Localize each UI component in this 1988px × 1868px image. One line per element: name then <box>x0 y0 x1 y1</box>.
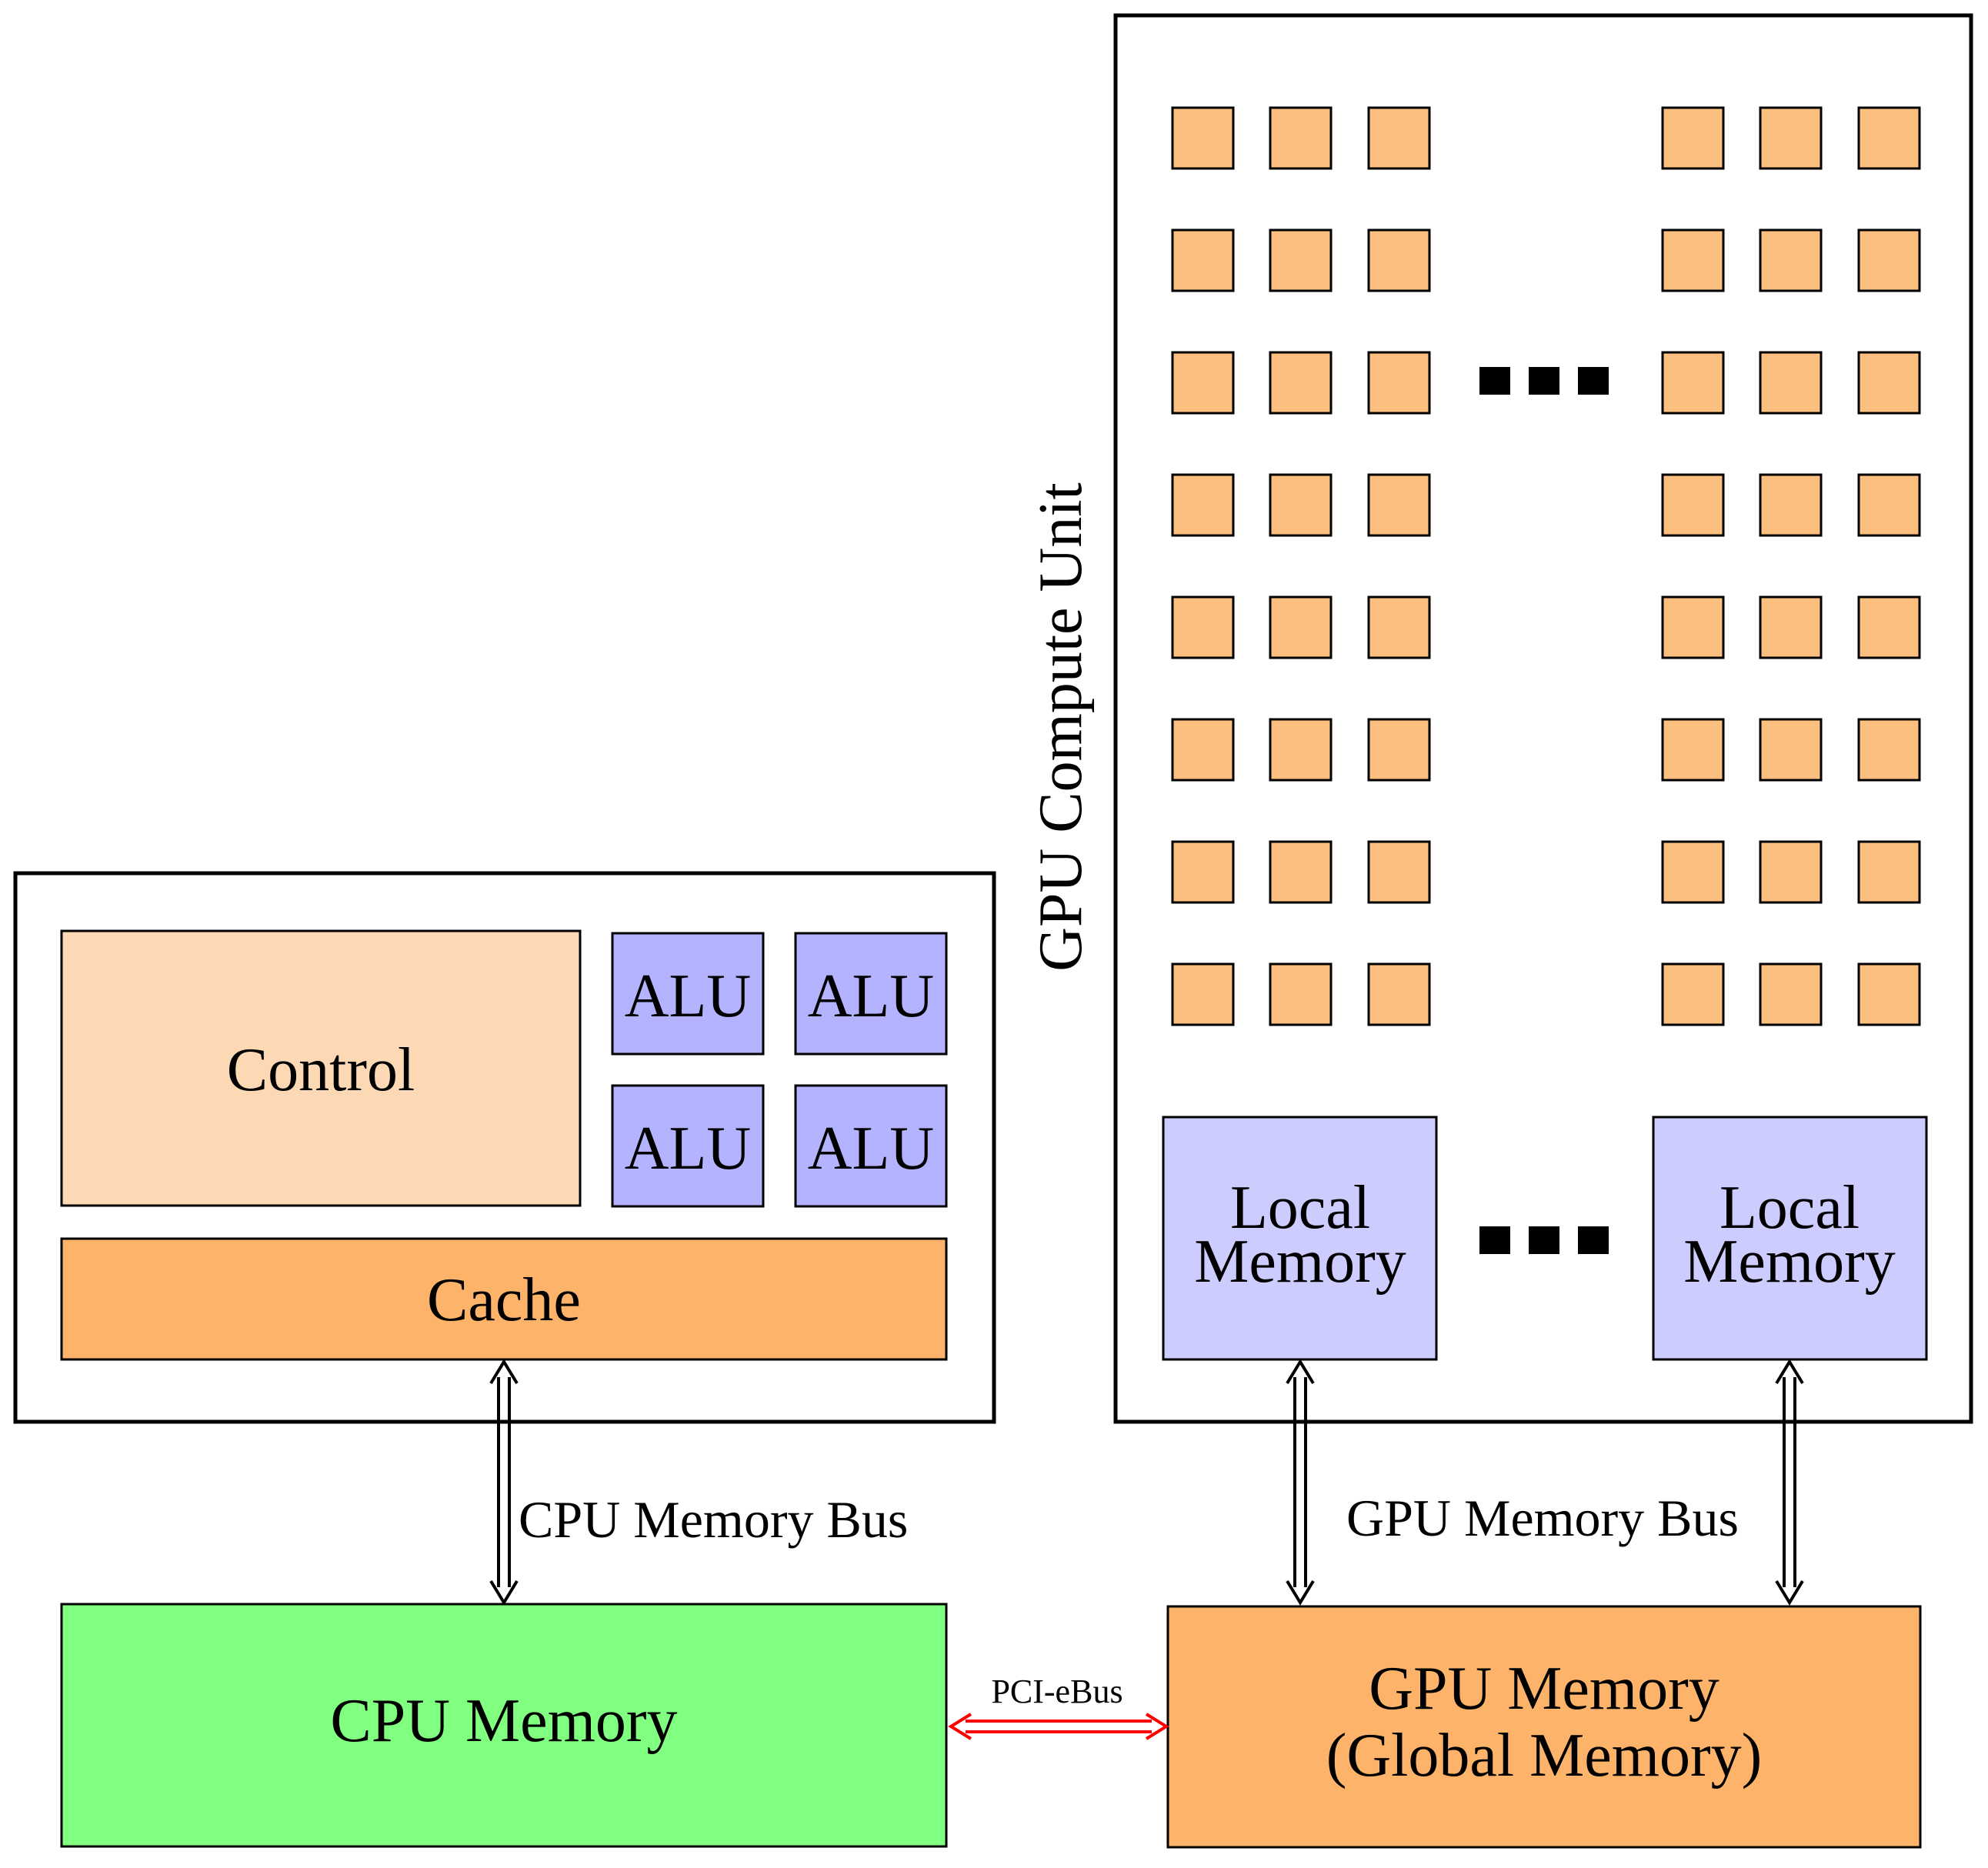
gpu-core <box>1269 595 1333 659</box>
cpu-memory-bus-label: CPU Memory Bus <box>519 1490 908 1549</box>
cache-block <box>60 1237 948 1361</box>
gpu-core <box>1661 718 1725 782</box>
gpu-core <box>1759 106 1823 170</box>
cpu-chip-frame <box>13 871 996 1424</box>
alu-label: ALU <box>625 962 751 1030</box>
gpu-core-grid <box>1171 106 1921 1026</box>
gpu-core <box>1171 962 1235 1026</box>
gpu-core <box>1171 228 1235 292</box>
gpu-core <box>1759 473 1823 537</box>
gpu-core <box>1171 473 1235 537</box>
gpu-core <box>1857 718 1921 782</box>
control-block <box>60 929 582 1207</box>
alu-block <box>794 1084 948 1208</box>
gpu-core <box>1661 228 1725 292</box>
gpu-core <box>1857 106 1921 170</box>
gpu-core <box>1269 473 1333 537</box>
gpu-core <box>1367 473 1431 537</box>
gpu-core <box>1367 228 1431 292</box>
alu-block <box>611 932 765 1056</box>
gpu-core <box>1171 595 1235 659</box>
gpu-memory-bus-label: GPU Memory Bus <box>1346 1489 1739 1547</box>
gpu-memory-bus-arrow-right <box>1775 1359 1804 1606</box>
gpu-compute-unit-label: GPU Compute Unit <box>1027 482 1095 972</box>
alu-block <box>611 1084 765 1208</box>
gpu-core <box>1367 718 1431 782</box>
cache-label: Cache <box>427 1266 581 1334</box>
alu-group: ALU ALU ALU ALU <box>611 932 948 1208</box>
gpu-core <box>1857 473 1921 537</box>
alu-block <box>794 932 948 1056</box>
ellipsis-dots-local-memory <box>1479 1226 1609 1254</box>
local-memory-label: Local <box>1719 1174 1860 1242</box>
gpu-core <box>1857 228 1921 292</box>
gpu-core <box>1171 106 1235 170</box>
cpu-memory-bus-arrow <box>489 1359 519 1606</box>
gpu-core <box>1269 106 1333 170</box>
gpu-core <box>1857 840 1921 904</box>
gpu-core <box>1661 351 1725 415</box>
gpu-core <box>1759 840 1823 904</box>
gpu-core <box>1269 718 1333 782</box>
gpu-compute-unit-frame <box>1113 13 1973 1424</box>
gpu-core <box>1857 595 1921 659</box>
gpu-core <box>1759 595 1823 659</box>
gpu-core <box>1269 962 1333 1026</box>
gpu-core <box>1857 351 1921 415</box>
gpu-core <box>1269 351 1333 415</box>
gpu-core <box>1857 962 1921 1026</box>
gpu-core <box>1661 473 1725 537</box>
cpu-memory-label: CPU Memory <box>330 1687 677 1755</box>
gpu-memory-block <box>1166 1605 1922 1849</box>
gpu-core <box>1269 840 1333 904</box>
gpu-core <box>1759 228 1823 292</box>
alu-label: ALU <box>808 962 934 1030</box>
alu-label: ALU <box>625 1115 751 1183</box>
gpu-core <box>1759 718 1823 782</box>
gpu-core <box>1661 595 1725 659</box>
pcie-bus-arrow <box>948 1713 1169 1740</box>
local-memory-block <box>1652 1116 1928 1361</box>
gpu-core <box>1367 840 1431 904</box>
gpu-memory-bus-arrow-left <box>1286 1359 1315 1606</box>
gpu-core <box>1661 962 1725 1026</box>
gpu-core <box>1171 351 1235 415</box>
control-label: Control <box>227 1036 415 1104</box>
gpu-core <box>1367 351 1431 415</box>
ellipsis-dots-cores <box>1479 367 1609 395</box>
gpu-core <box>1367 106 1431 170</box>
gpu-core <box>1759 962 1823 1026</box>
gpu-memory-sublabel: (Global Memory) <box>1326 1722 1763 1790</box>
gpu-core <box>1171 840 1235 904</box>
local-memory-label: Memory <box>1194 1228 1406 1296</box>
local-memory-block <box>1162 1116 1438 1361</box>
gpu-core <box>1661 106 1725 170</box>
gpu-core <box>1269 228 1333 292</box>
gpu-core <box>1759 351 1823 415</box>
gpu-core <box>1367 962 1431 1026</box>
alu-label: ALU <box>808 1115 934 1183</box>
local-memory-label: Local <box>1230 1174 1370 1242</box>
gpu-core <box>1367 595 1431 659</box>
gpu-core <box>1171 718 1235 782</box>
cpu-memory-block <box>60 1603 948 1848</box>
gpu-memory-label: GPU Memory <box>1369 1655 1719 1723</box>
pcie-bus-label: PCI-eBus <box>991 1673 1122 1710</box>
gpu-core <box>1661 840 1725 904</box>
local-memory-label: Memory <box>1683 1228 1896 1296</box>
